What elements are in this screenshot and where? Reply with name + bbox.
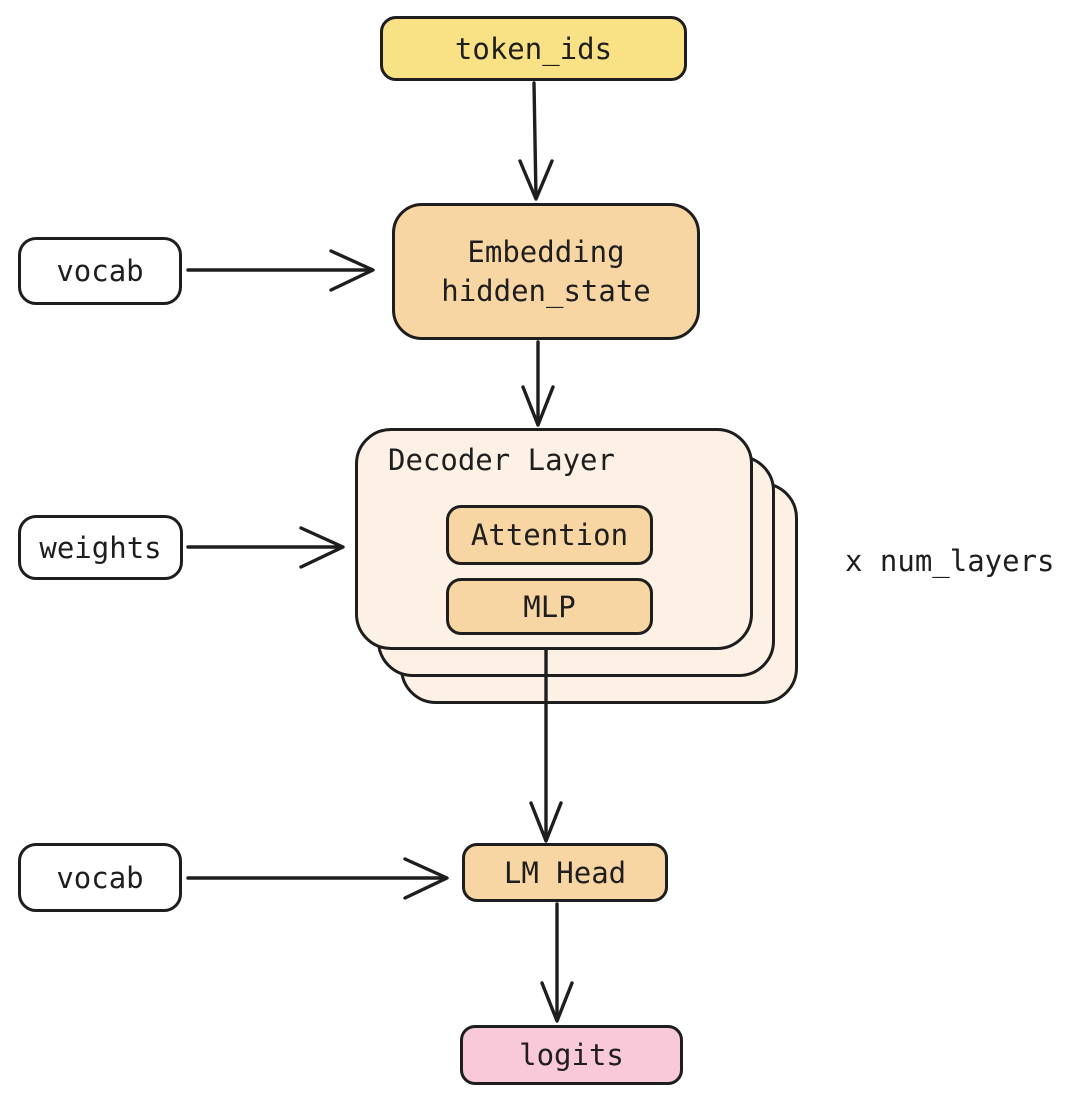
node-vocab-top: vocab [18, 237, 182, 305]
node-token-ids-label: token_ids [454, 31, 613, 66]
node-attention-label: Attention [470, 518, 629, 552]
node-weights-label: weights [39, 530, 162, 565]
node-lm-head-label: LM Head [503, 855, 627, 890]
node-lm-head: LM Head [462, 843, 668, 902]
node-vocab-bottom: vocab [18, 843, 182, 912]
repeat-note: x num_layers [845, 544, 1055, 578]
arrow-vocab-top-to-embedding [186, 249, 375, 292]
arrow-embedding-to-decoder-layer [521, 340, 555, 427]
decoder-layer-title: Decoder Layer [388, 443, 615, 477]
node-embedding: Embedding hidden_state [392, 203, 700, 340]
node-mlp-label: MLP [523, 589, 576, 624]
node-token-ids: token_ids [380, 16, 687, 81]
node-mlp: MLP [446, 578, 653, 635]
node-vocab-bottom-label: vocab [56, 860, 144, 895]
arrow-weights-to-decoder-layer [186, 526, 345, 569]
node-logits-label: logits [519, 1038, 624, 1072]
arrow-lm-head-to-logits [540, 902, 574, 1023]
node-decoder-layer: Decoder Layer Attention MLP [355, 428, 753, 650]
node-embedding-label-line2: hidden_state [441, 273, 651, 308]
node-vocab-top-label: vocab [56, 254, 144, 288]
node-logits: logits [460, 1025, 683, 1085]
node-embedding-label-line1: Embedding [467, 234, 625, 269]
node-attention: Attention [446, 505, 653, 565]
node-weights: weights [18, 515, 183, 580]
arrow-token-ids-to-embedding [518, 81, 554, 201]
arrow-vocab-bottom-to-lm-head [186, 857, 449, 900]
